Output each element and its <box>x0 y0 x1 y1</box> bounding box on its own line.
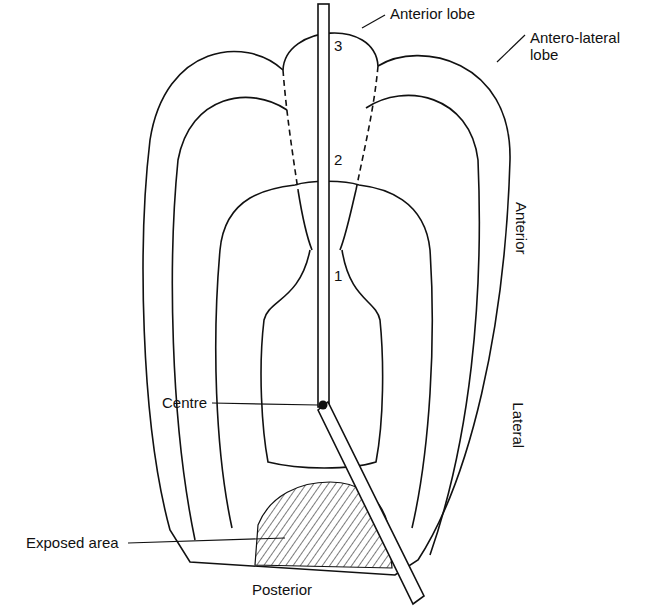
region-label: Lateral <box>510 400 527 450</box>
leader-line <box>362 15 385 28</box>
oblique-rod <box>318 402 424 604</box>
leader-line <box>128 538 285 543</box>
leader-line <box>497 35 525 62</box>
lobe-boundary <box>356 66 378 190</box>
centre-dot <box>319 401 328 410</box>
callout-number: 2 <box>332 152 344 169</box>
leader-line <box>212 403 318 405</box>
anterior-lobe-outline <box>283 33 378 70</box>
lobe-boundary <box>298 190 312 250</box>
region-label: Anterior <box>512 200 529 257</box>
part-label: Anterior lobe <box>388 6 477 23</box>
vertical-rod <box>318 4 329 407</box>
part-label: Exposed area <box>24 535 121 552</box>
callout-number: 1 <box>332 268 344 285</box>
part-label: Antero-lateral lobe <box>528 30 647 63</box>
callout-number: 3 <box>332 38 344 55</box>
lobe-boundary <box>340 190 356 250</box>
part-label: Centre <box>160 395 209 412</box>
region-label: Posterior <box>250 582 314 599</box>
lobe-boundary <box>283 70 298 190</box>
